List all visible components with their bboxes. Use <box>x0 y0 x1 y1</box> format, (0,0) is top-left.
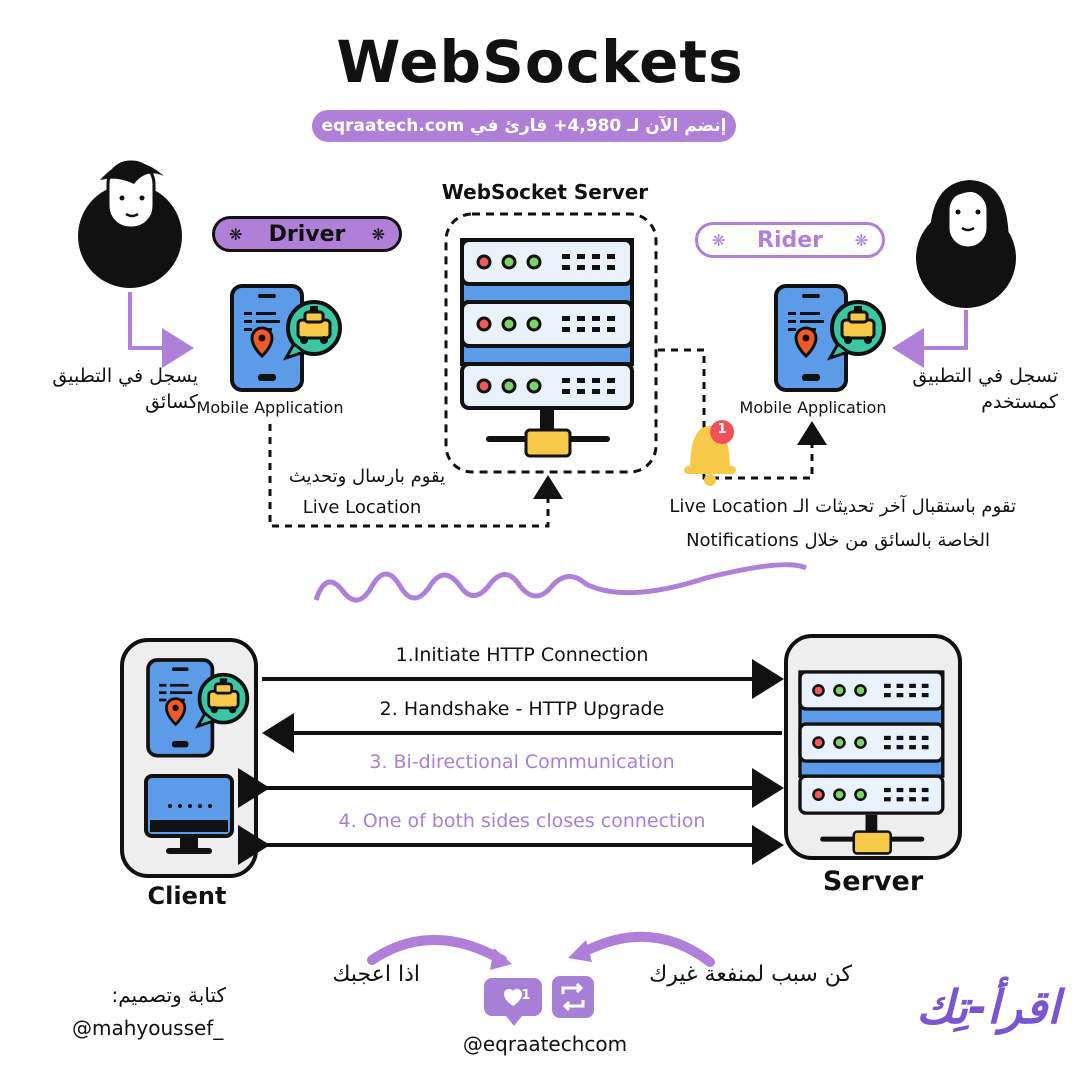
driver-desc-line1: يسجل في التطبيق <box>52 365 198 387</box>
driver-desc-line2: كسائق <box>145 391 198 413</box>
notification-badge <box>710 420 734 444</box>
mobile-app-right-label: Mobile Application <box>739 398 887 417</box>
notification-count: 1 <box>717 422 727 437</box>
driver-badge: ❋ Driver ❋ <box>212 216 402 252</box>
flower-icon: ❋ <box>712 230 726 250</box>
like-counter-icon <box>484 978 542 1026</box>
websocket-server-label: WebSocket Server <box>441 180 649 204</box>
step2-label: 2. Handshake - HTTP Upgrade <box>379 698 665 720</box>
rider-label: Rider <box>757 227 823 253</box>
like-curve-arrow <box>367 935 507 965</box>
driver-avatar <box>78 160 182 288</box>
author-handle: @mahyoussef_ <box>72 1016 224 1040</box>
driver-to-app-arrow <box>128 292 194 368</box>
client-label: Client <box>147 882 227 910</box>
author-label: كتابة وتصميم: <box>111 983 226 1007</box>
driver-to-server-connector <box>268 424 563 528</box>
flower-icon: ❋ <box>371 224 385 244</box>
server-label: Server <box>822 866 924 897</box>
rider-phone-icon <box>774 284 886 392</box>
rider-to-app-arrow <box>892 310 968 368</box>
step3-label: 3. Bi-directional Communication <box>369 751 675 773</box>
like-prompt: اذا اعجبك <box>332 962 420 987</box>
like-count: 1 <box>521 988 531 1003</box>
page-title: WebSockets <box>336 28 744 96</box>
driver-label: Driver <box>268 221 346 247</box>
step1-label: 1.Initiate HTTP Connection <box>395 644 649 666</box>
rider-avatar <box>916 180 1016 308</box>
rider-desc-line1: تسجل في التطبيق <box>912 365 1058 387</box>
server-to-rider-connector <box>658 348 827 480</box>
subtitle-text: إنضم الآن لـ 4,980+ قارئ في eqraatech.co… <box>321 116 727 136</box>
repost-icon <box>552 976 594 1018</box>
share-prompt: كن سبب لمنفعة غيرك <box>649 962 852 987</box>
site-handle: @eqraatechcom <box>462 1032 628 1056</box>
step4-label: 4. One of both sides closes connection <box>338 810 706 832</box>
brand-logo: اقرأ-تِك <box>916 980 1060 1034</box>
rider-badge: ❋ Rider ❋ <box>695 222 885 258</box>
subtitle-pill: إنضم الآن لـ 4,980+ قارئ في eqraatech.co… <box>312 110 736 142</box>
send-location-en: Live Location <box>302 497 422 518</box>
flower-icon: ❋ <box>229 224 243 244</box>
mobile-app-left-label: Mobile Application <box>196 398 344 417</box>
websocket-server-icon <box>460 238 634 458</box>
driver-phone-icon <box>230 284 342 392</box>
rider-description: تسجل في التطبيق كمستخدم <box>880 363 1058 415</box>
websocket-server-box <box>444 212 658 474</box>
receive-line2: الخاصة بالسائق من خلال Notifications <box>686 530 990 551</box>
client-monitor-icon <box>144 774 234 854</box>
share-curve-arrow <box>575 931 715 967</box>
flower-icon: ❋ <box>854 230 868 250</box>
divider-squiggle <box>313 562 808 603</box>
rider-desc-line2: كمستخدم <box>981 391 1058 413</box>
receive-line1: تقوم باستقبال آخر تحديثات الـ Live Locat… <box>669 496 1016 517</box>
driver-description: يسجل في التطبيق كسائق <box>20 363 198 415</box>
server-icon <box>798 670 945 855</box>
send-location-ar: يقوم بارسال وتحديث <box>288 466 446 487</box>
